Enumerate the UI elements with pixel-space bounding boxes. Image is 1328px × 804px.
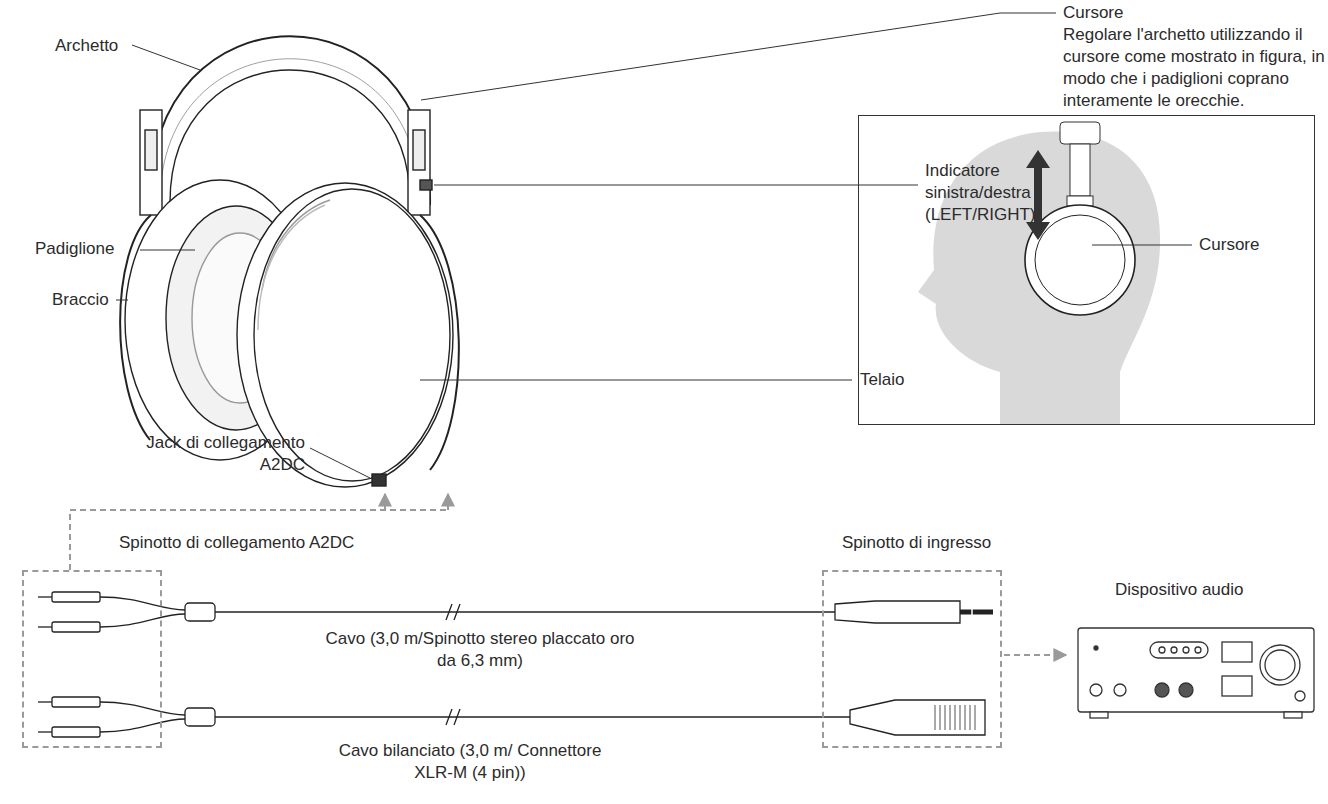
plug-guide — [70, 494, 448, 570]
node-text: Spinotto di collegamento A2DC — [119, 532, 354, 553]
node-text: Cursore — [1199, 234, 1259, 255]
note-text: Regolare l'archetto utilizzando il curso… — [1063, 24, 1325, 112]
part-label: Jack di collegamento A2DC — [110, 432, 305, 476]
plug-group-box: Spinotto di ingresso — [822, 570, 1002, 748]
cable-label: Cavo (3,0 m/Spinotto stereo placcato oro… — [320, 628, 640, 672]
device-group: Dispositivo audio — [1068, 575, 1320, 735]
cable-balanced — [38, 697, 985, 737]
cable-label: Cavo bilanciato (3,0 m/ Connettore XLR-M… — [320, 740, 620, 784]
part-label: Padiglione — [35, 238, 114, 260]
node-text: Spinotto di ingresso — [842, 532, 991, 553]
audio-device — [1078, 628, 1314, 718]
connector-arrow — [1004, 654, 1066, 656]
inset-figure — [918, 122, 1192, 425]
leader-lines — [116, 13, 1056, 478]
node-text: Dispositivo audio — [1115, 579, 1244, 600]
part-label: Cursore — [1063, 2, 1123, 24]
cable-stereo — [38, 592, 993, 632]
part-label: Telaio — [860, 369, 904, 391]
headphones — [120, 36, 459, 487]
part-label: Braccio — [52, 289, 109, 311]
part-label: Archetto — [55, 35, 118, 57]
part-label: Indicatore sinistra/destra (LEFT/RIGHT) — [925, 160, 1095, 226]
plug-group-box: Spinotto di collegamento A2DC — [22, 570, 162, 748]
